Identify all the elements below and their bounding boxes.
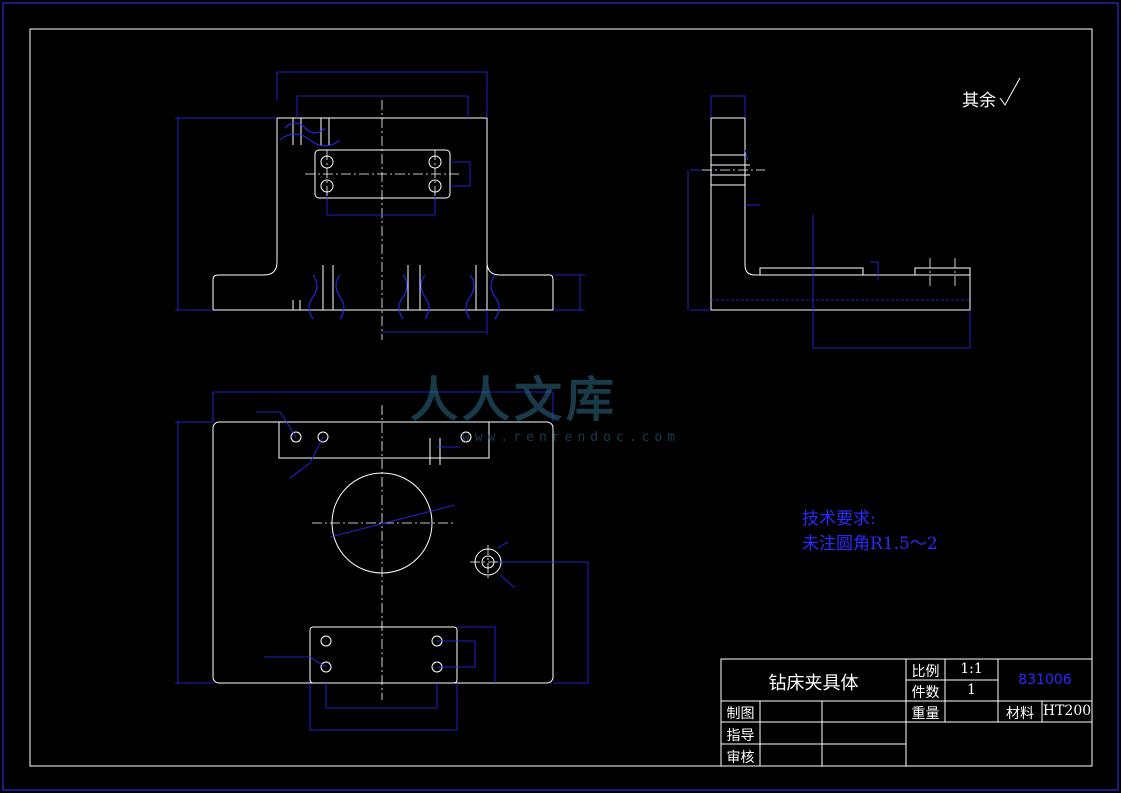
- material-label: 材料: [1006, 706, 1034, 722]
- front-view-centerlines: [305, 100, 462, 340]
- side-view: [710, 117, 971, 311]
- top-view-centerlines: [312, 405, 506, 700]
- tech-req-heading: 技术要求:: [802, 509, 876, 529]
- scale-label: 比例: [911, 664, 940, 680]
- roughness-symbol: [999, 77, 1021, 106]
- inner-frame: [29, 28, 1093, 767]
- material-value: HT200: [1042, 703, 1092, 719]
- quantity-label: 件数: [911, 685, 940, 701]
- supervisor-label: 指导: [726, 728, 755, 744]
- part-name: 钻床夹具体: [768, 673, 859, 694]
- drawing-number: 831006: [1018, 672, 1072, 688]
- drawn-by-label: 制图: [726, 706, 755, 722]
- title-block-lines: [720, 658, 1093, 767]
- roughness-note: 其余: [962, 91, 996, 111]
- quantity-value: 1: [967, 682, 976, 698]
- top-view: [212, 421, 554, 684]
- tech-req-item: 未注圆角R1.5～2: [802, 534, 938, 554]
- front-view-dimensions: [175, 71, 585, 335]
- front-view-hatch: [279, 122, 500, 320]
- scale-value: 1:1: [960, 661, 983, 677]
- reviewer-label: 审核: [726, 750, 755, 766]
- top-view-dims: [175, 391, 589, 731]
- weight-label: 重量: [911, 706, 940, 722]
- front-view: [212, 117, 554, 311]
- side-view-centerlines: [702, 169, 956, 288]
